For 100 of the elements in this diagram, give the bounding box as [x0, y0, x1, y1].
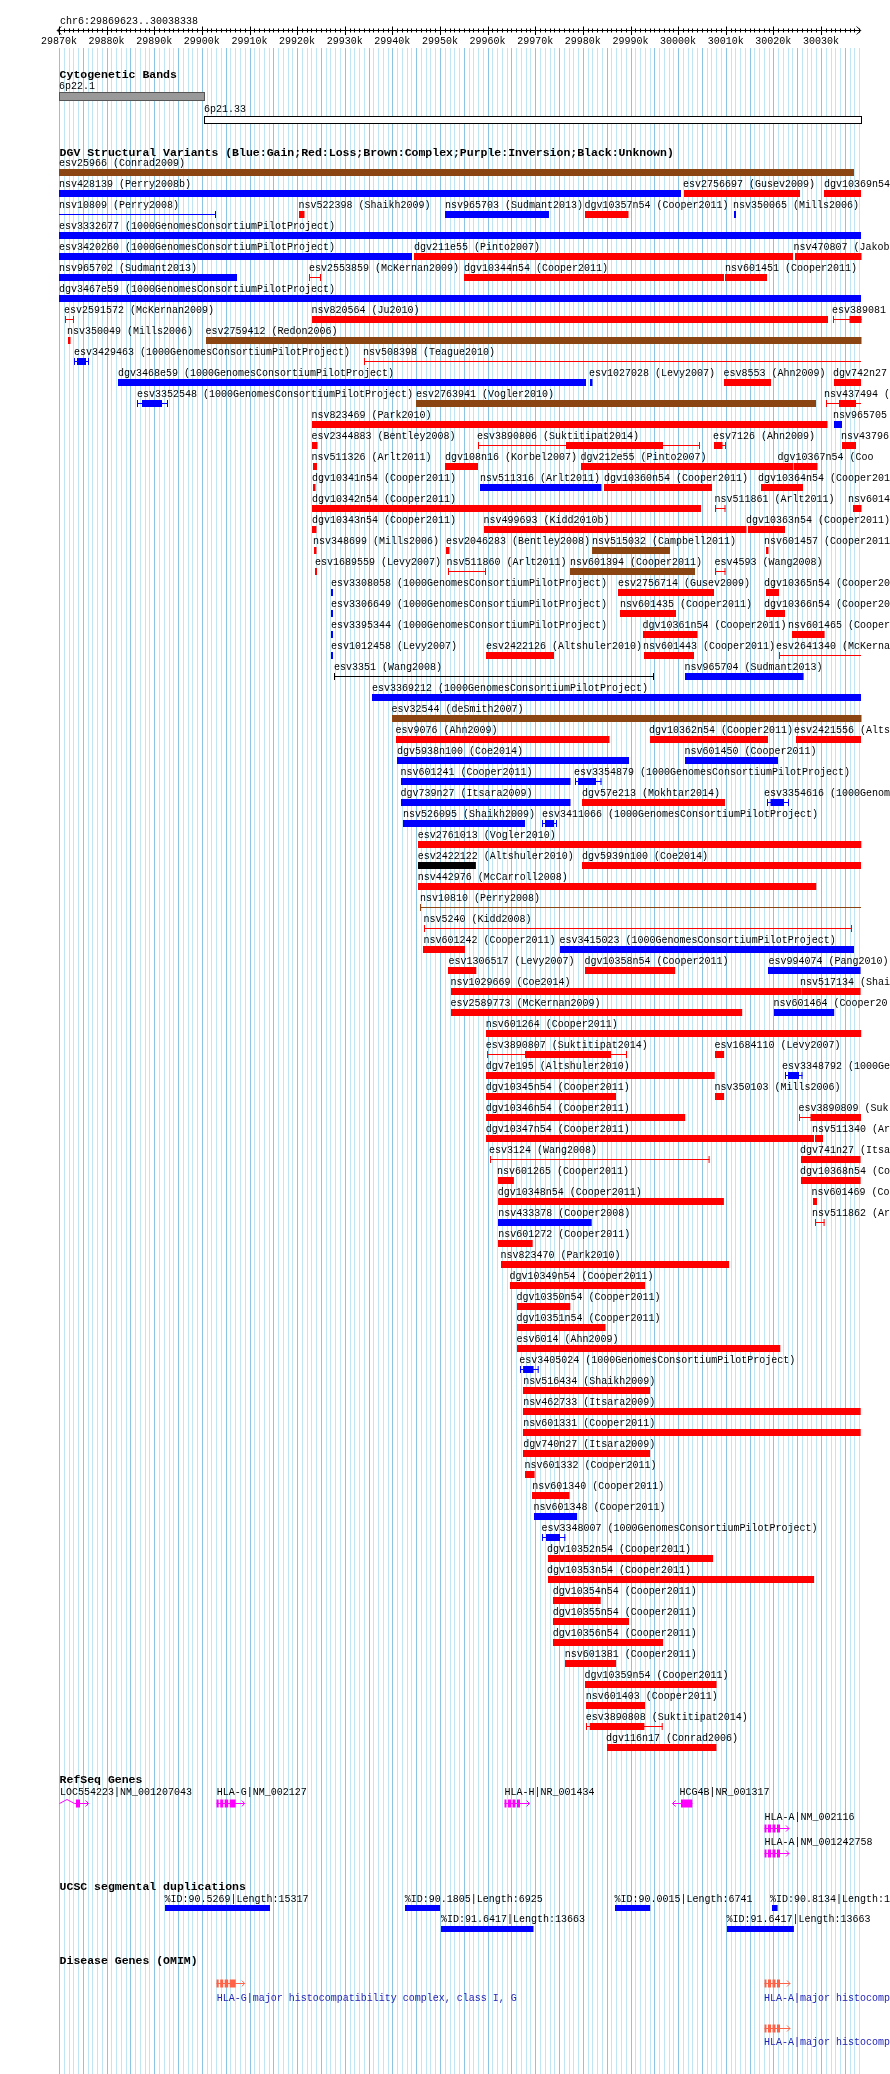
tick-label: 30010k	[707, 35, 744, 47]
variant-label: nsv516434 (Shaikh2009)	[523, 1376, 656, 1387]
variant-label: nsv511340 (Ar	[812, 1124, 890, 1135]
variant-label: nsv601331 (Cooper2011)	[523, 1418, 656, 1429]
variant-label: dgv57e213 (Mokhtar2014)	[582, 788, 721, 799]
variant-label: esv3890807 (Suktitipat2014)	[485, 1040, 648, 1051]
variant-label: nsv601242 (Cooper2011)	[423, 935, 556, 946]
variant-label: nsv511326 (Arlt2011)	[311, 452, 432, 463]
variant-label: nsv350065 (Mills2006)	[733, 200, 860, 211]
variant-label: nsv601348 (Cooper2011)	[533, 1502, 666, 1513]
band-label: 6p22.1	[59, 80, 95, 92]
variant-label: esv3332677 (1000GenomesConsortiumPilotProject)	[59, 221, 336, 232]
variant-label: esv3405024 (1000GenomesConsortiumPilotProject)	[519, 1355, 796, 1366]
variant-label: dgv3467e59 (1000GenomesConsortiumPilotProject)	[59, 284, 336, 295]
variant-label: esv994074 (Pang2010)	[768, 956, 889, 967]
variant-label: nsv515032 (Campbell2011)	[592, 536, 737, 547]
variant-label: dgv211e55 (Pinto2007)	[414, 242, 541, 253]
variant-label: esv3352548 (1000GenomesConsortiumPilotProject)	[137, 389, 414, 400]
variant-label: esv25966 (Conrad2009)	[59, 158, 186, 169]
variant-label: nsv10809 (Perry2008)	[59, 200, 180, 211]
tick-label: 29940k	[374, 35, 411, 47]
duplication-label: %ID:90.5269|Length:15317	[164, 1893, 309, 1905]
variant-label: dgv108n16 (Korbel2007)	[445, 452, 578, 463]
variant-label: esv3348792 (1000Ge	[781, 1061, 890, 1072]
variant-label: nsv601394 (Cooper2011)	[570, 557, 703, 568]
tick-label: 29960k	[469, 35, 506, 47]
variant-label: nsv511316 (Arlt2011)	[480, 473, 601, 484]
variant-label: nsv601265 (Cooper2011)	[497, 1166, 630, 1177]
variant-label: nsv511862 (Ar	[812, 1208, 890, 1219]
variant-label: dgv10361n54 (Cooper2011)	[642, 620, 787, 631]
variant-label: esv7126 (Ahn2009)	[713, 431, 816, 442]
variant-label: dgv10357n54 (Cooper2011)	[584, 200, 729, 211]
track-title: Disease Genes (OMIM)	[59, 1954, 198, 1968]
variant-label: esv2763941 (Vogler2010)	[416, 389, 555, 400]
variant-label: nsv601332 (Cooper2011)	[524, 1460, 657, 1471]
variant-label: esv4593 (Wang2008)	[714, 557, 823, 568]
tick-label: 29900k	[183, 35, 220, 47]
variant-label: esv1684110 (Levy2007)	[714, 1040, 841, 1051]
variant-label: dgv116n17 (Conrad2006)	[606, 1733, 739, 1744]
variant-label: esv8553 (Ahn2009)	[723, 368, 826, 379]
variant-label: esv3348007 (1000GenomesConsortiumPilotProject)	[541, 1523, 818, 1534]
variant-label: esv3420260 (1000GenomesConsortiumPilotProject)	[59, 242, 336, 253]
region-label: chr6:29869623..30038338	[60, 15, 199, 27]
variant-label: esv1027028 (Levy2007)	[589, 368, 716, 379]
variant-label: nsv6014	[848, 494, 890, 505]
tick-label: 29910k	[231, 35, 268, 47]
variant-label: nsv437494 (	[824, 389, 890, 400]
variant-label: esv2761013 (Vogler2010)	[417, 830, 556, 841]
tick-label: 29930k	[326, 35, 363, 47]
variant-label: esv3351 (Wang2008)	[334, 662, 443, 673]
variant-label: nsv601464 (Cooper20	[773, 998, 888, 1009]
tick-label: 30000k	[660, 35, 697, 47]
variant-label: esv6014 (Ahn2009)	[516, 1334, 619, 1345]
tick-label: 29990k	[612, 35, 649, 47]
gene-label: HLA-A|NM_001242758	[764, 1836, 873, 1848]
variant-label: nsv522398 (Shaikh2009)	[298, 200, 431, 211]
duplication-label: %ID:91.6417|Length:13663	[726, 1914, 871, 1926]
variant-label: nsv965705	[833, 410, 887, 421]
variant-label: dgv10368n54 (Co	[800, 1166, 890, 1177]
variant-label: esv1012458 (Levy2007)	[331, 641, 458, 652]
variant-label: esv32544 (deSmith2007)	[391, 704, 524, 715]
variant-label: nsv5240 (Kidd2008)	[423, 914, 532, 925]
variant-label: esv2589773 (McKernan2009)	[450, 998, 601, 1009]
variant-label: dgv10346n54 (Cooper2011)	[485, 1103, 630, 1114]
variant-label: nsv508398 (Teague2010)	[363, 347, 496, 358]
variant-label: dgv10362n54 (Cooper2011)	[649, 725, 794, 736]
variant-label: esv3890806 (Suktitipat2014)	[477, 431, 640, 442]
variant-label: dgv10356n54 (Cooper2011)	[552, 1628, 697, 1639]
variant-label: nsv601403 (Cooper2011)	[585, 1691, 718, 1702]
variant-label: dgv10360n54 (Cooper2011)	[604, 473, 749, 484]
variant-label: esv3890808 (Suktitipat2014)	[585, 1712, 748, 1723]
variant-label: esv2641340 (McKerna	[775, 641, 890, 652]
variant-label: nsv517134 (Shai	[800, 977, 890, 988]
tick-label: 29920k	[279, 35, 316, 47]
variant-label: esv2344883 (Bentley2008)	[311, 431, 456, 442]
variant-label: nsv823470 (Park2010)	[500, 1250, 621, 1261]
tick-label: 30020k	[755, 35, 792, 47]
variant-label: dgv212e55 (Pinto2007)	[580, 452, 707, 463]
variant-label: nsv601241 (Cooper2011)	[400, 767, 533, 778]
variant-label: nsv601435 (Cooper2011)	[620, 599, 753, 610]
variant-label: esv2591572 (McKernan2009)	[64, 305, 215, 316]
variant-label: esv9076 (Ahn2009)	[395, 725, 498, 736]
variant-label: dgv741n27 (Itsa	[800, 1145, 890, 1156]
variant-label: esv2046283 (Bentley2008)	[446, 536, 591, 547]
variant-label: dgv10354n54 (Cooper2011)	[552, 1586, 697, 1597]
variant-label: esv3395344 (1000GenomesConsortiumPilotProject)	[331, 620, 608, 631]
variant-label: dgv10352n54 (Cooper2011)	[547, 1544, 692, 1555]
variant-label: esv3369212 (1000GenomesConsortiumPilotProject)	[372, 683, 649, 694]
variant-label: nsv462733 (Itsara2009)	[523, 1397, 656, 1408]
variant-label: dgv10358n54 (Cooper2011)	[584, 956, 729, 967]
variant-label: nsv350049 (Mills2006)	[67, 326, 194, 337]
variant-label: nsv601264 (Cooper2011)	[485, 1019, 618, 1030]
gene-label: HLA-G|NM_002127	[216, 1786, 307, 1798]
variant-label: dgv10359n54 (Cooper2011)	[584, 1670, 729, 1681]
variant-label: nsv499693 (Kidd2010b)	[483, 515, 610, 526]
variant-label: dgv10355n54 (Cooper2011)	[552, 1607, 697, 1618]
variant-label: esv2422126 (Altshuler2010)	[486, 641, 643, 652]
disease-gene-label: HLA-G|major histocompatibility complex, class I, G	[216, 1993, 517, 2005]
variant-label: dgv740n27 (Itsara2009)	[523, 1439, 656, 1450]
gene-label: HLA-H|NR_001434	[504, 1786, 595, 1798]
